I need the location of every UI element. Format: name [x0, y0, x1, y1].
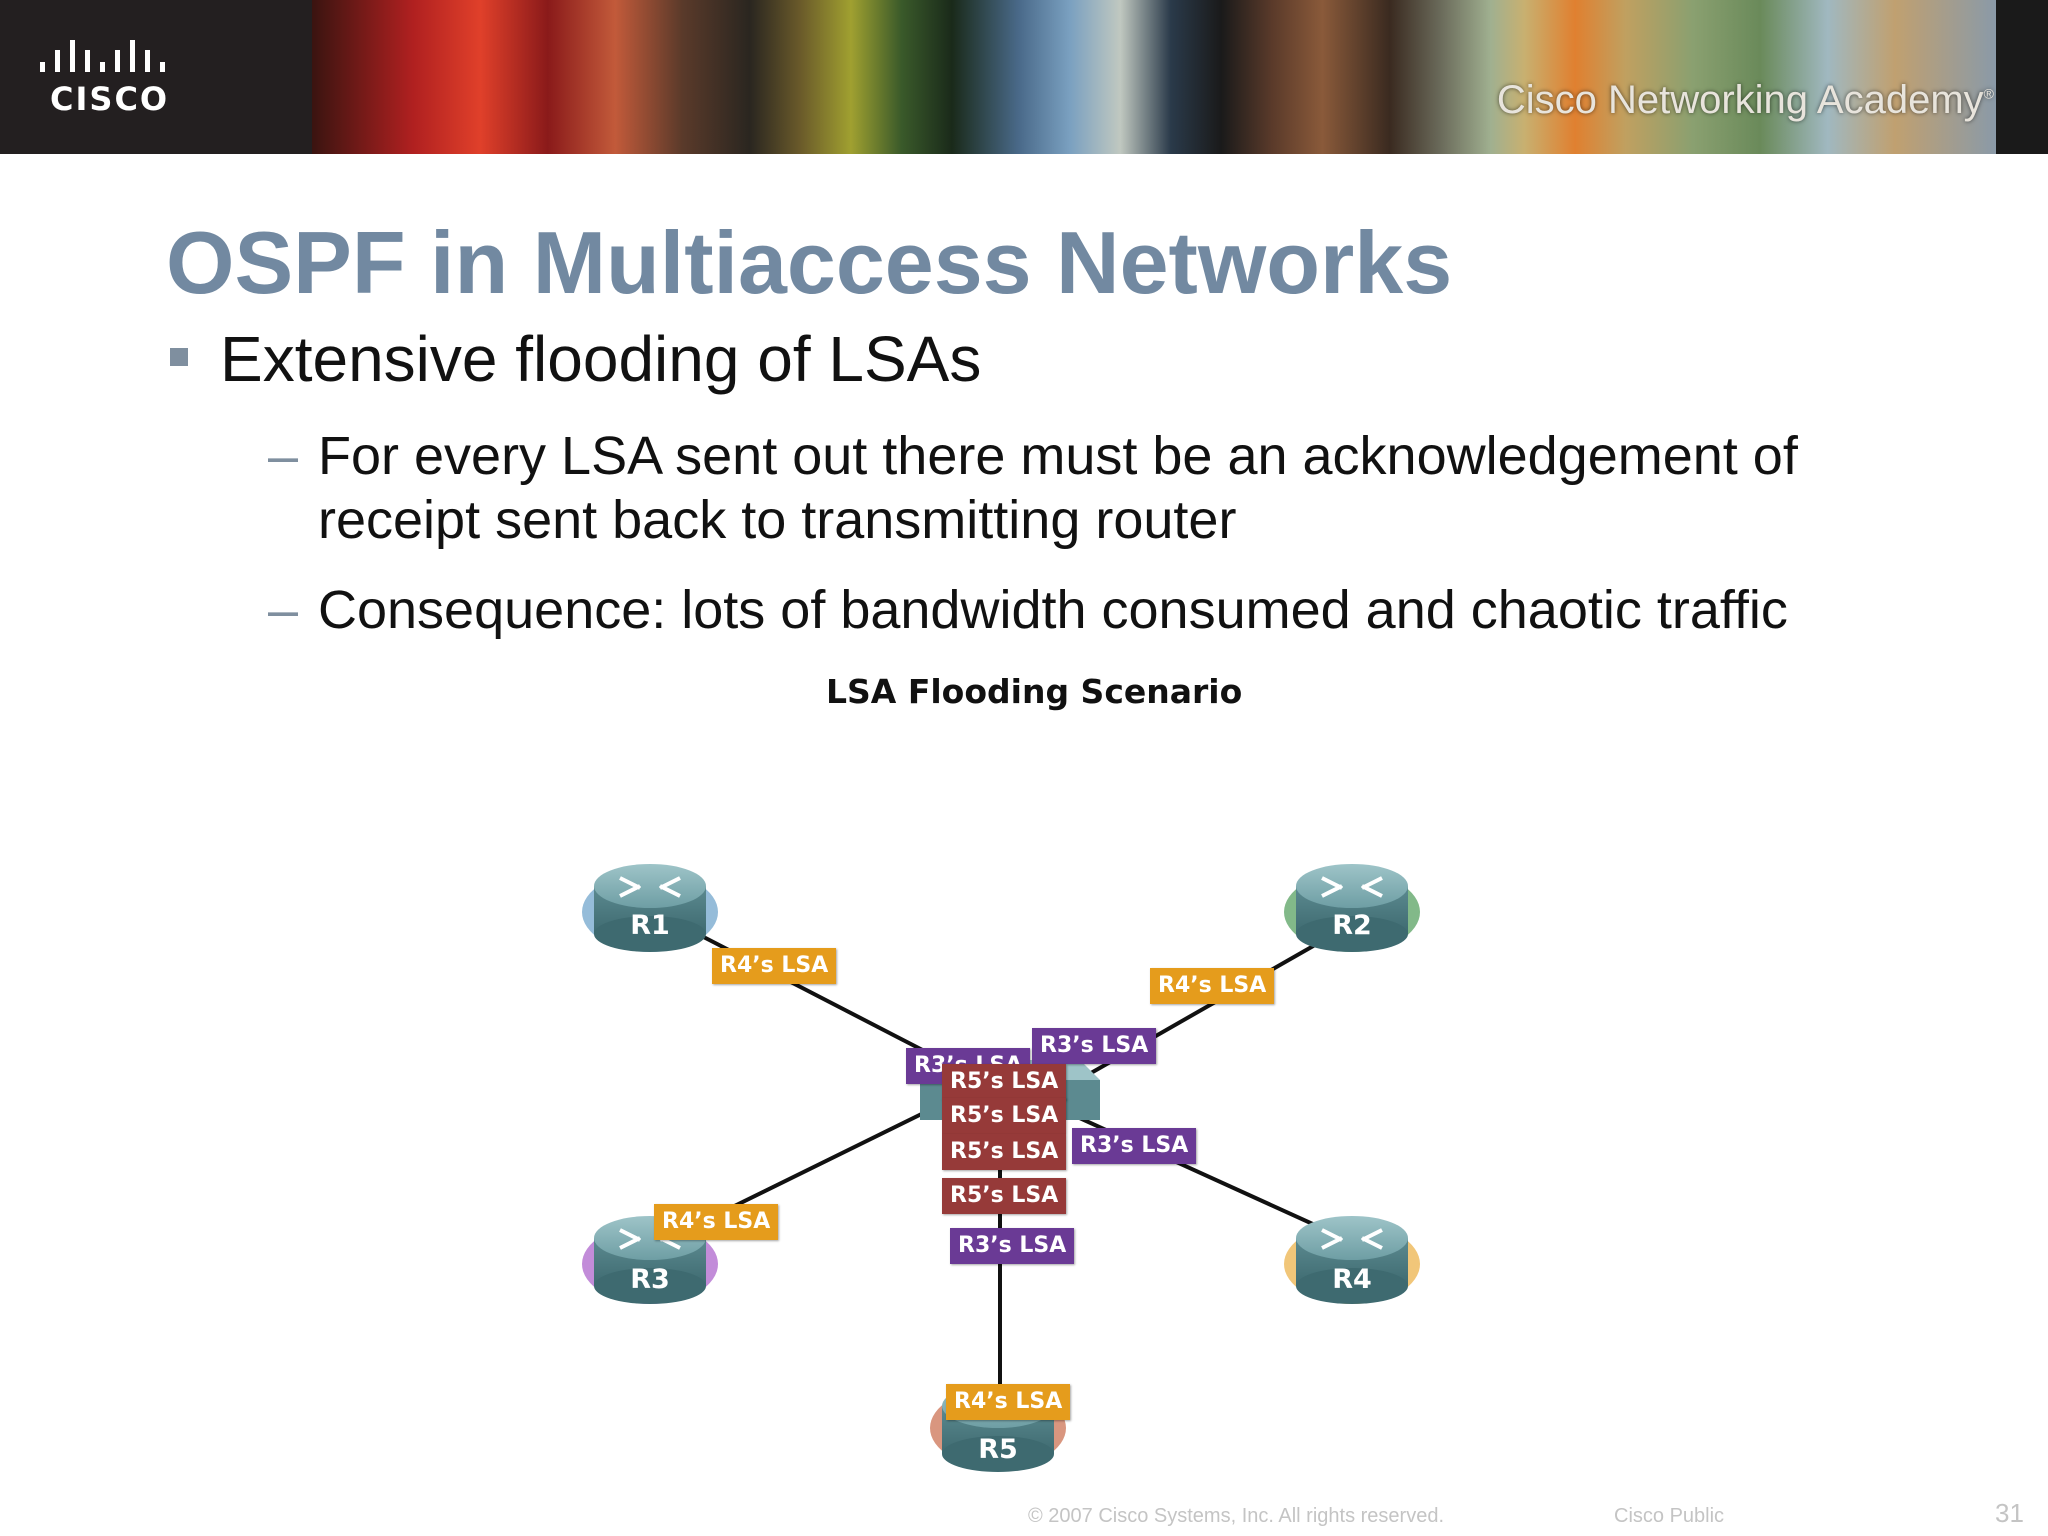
router-r1-icon: R1 — [582, 864, 718, 952]
slide-title: OSPF in Multiaccess Networks — [166, 213, 1453, 312]
lsa-label-r3-center-d: R3’s LSA — [950, 1228, 1075, 1264]
cisco-logo: CISCO — [0, 0, 312, 154]
router-r4-label: R4 — [1332, 1264, 1372, 1295]
diagram-title: LSA Flooding Scenario — [826, 672, 1243, 711]
lsa-label-r4-to-r5: R4’s LSA — [946, 1384, 1071, 1420]
router-r3-label: R3 — [630, 1264, 670, 1295]
academy-title: Cisco Networking Academy® — [1497, 78, 1994, 123]
dash-bullet-icon: – — [268, 426, 299, 486]
router-r5-label: R5 — [978, 1434, 1018, 1465]
sub-bullet-line-3: Consequence: lots of bandwidth consumed … — [318, 580, 1788, 640]
lsa-label-r4-to-r1: R4’s LSA — [712, 948, 837, 984]
cisco-wordmark: CISCO — [50, 80, 170, 118]
dash-bullet-icon: – — [268, 580, 299, 640]
sub-bullet-line-2: receipt sent back to transmitting router — [318, 490, 1237, 550]
banner-photo-strip — [312, 0, 1996, 154]
bullet-main-text: Extensive flooding of LSAs — [220, 323, 982, 395]
lsa-label-r3-center-b: R3’s LSA — [1032, 1028, 1157, 1064]
lsa-label-r5-3: R5’s LSA — [942, 1134, 1067, 1170]
registered-mark: ® — [1983, 85, 1994, 102]
lsa-label-r4-to-r3: R4’s LSA — [654, 1204, 779, 1240]
header-banner: CISCO Cisco Networking Academy® — [0, 0, 2048, 154]
router-r4-icon: R4 — [1284, 1216, 1420, 1304]
lsa-label-r3-center-c: R3’s LSA — [1072, 1128, 1197, 1164]
square-bullet-icon — [170, 348, 188, 366]
footer-classification: Cisco Public — [1614, 1505, 1725, 1527]
page-number: 31 — [1995, 1498, 2024, 1528]
router-r2-icon: R2 — [1284, 864, 1420, 952]
lsa-label-r5-2: R5’s LSA — [942, 1098, 1067, 1134]
cisco-bars-icon — [40, 40, 165, 72]
sub-bullet-line-1: For every LSA sent out there must be an … — [318, 426, 1798, 486]
lsa-label-r5-4: R5’s LSA — [942, 1178, 1067, 1214]
router-r2-label: R2 — [1332, 910, 1372, 941]
router-r3-icon: R3 — [582, 1216, 718, 1304]
banner-edge — [1996, 0, 2048, 154]
lsa-label-r5-1: R5’s LSA — [942, 1064, 1067, 1100]
router-r1-label: R1 — [630, 910, 670, 941]
lsa-label-r4-to-r2: R4’s LSA — [1150, 968, 1275, 1004]
footer-copyright: © 2007 Cisco Systems, Inc. All rights re… — [1028, 1505, 1445, 1527]
academy-name: Cisco Networking Academy — [1496, 78, 1984, 122]
